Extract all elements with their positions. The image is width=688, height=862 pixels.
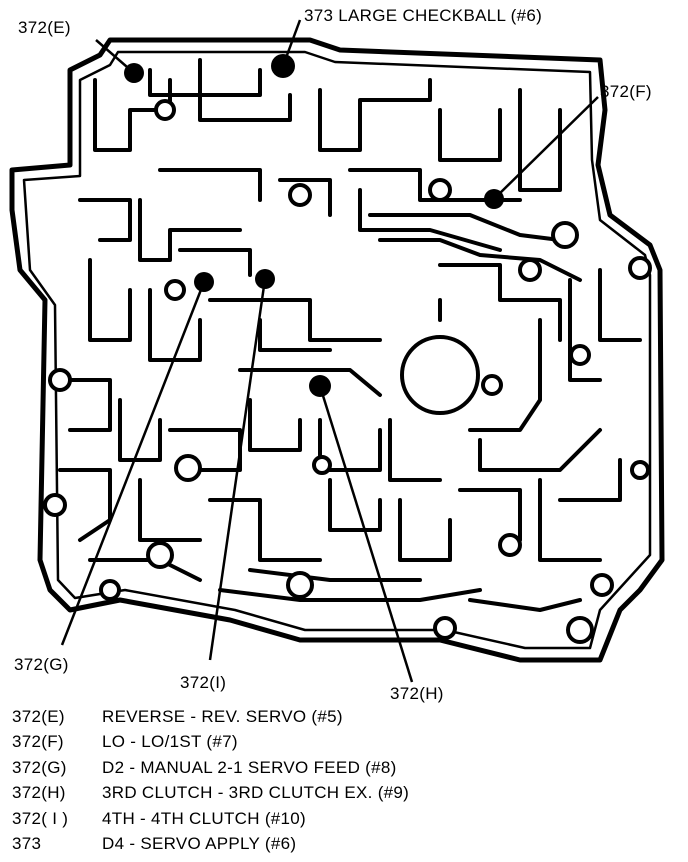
callout-372h: 372(H): [390, 684, 444, 703]
valve-body-outline: [9, 37, 665, 663]
legend-description: 3RD CLUTCH - 3RD CLUTCH EX. (#9): [102, 783, 410, 803]
legend-description: 4TH - 4TH CLUTCH (#10): [102, 808, 307, 828]
legend-description: REVERSE - REV. SERVO (#5): [102, 706, 343, 726]
legend-row: 372(E) REVERSE - REV. SERVO (#5): [12, 704, 672, 730]
callout-372e: 372(E): [18, 18, 71, 37]
callout-372f: 372(F): [600, 82, 652, 101]
legend-row: 373 D4 - SERVO APPLY (#6): [12, 832, 672, 858]
legend-row: 372( I ) 4TH - 4TH CLUTCH (#10): [12, 806, 672, 832]
callout-372i: 372(I): [180, 673, 227, 692]
valve-ports: [43, 99, 652, 644]
callout-373-large-checkball: 373 LARGE CHECKBALL (#6): [304, 6, 543, 25]
legend-row: 372(H) 3RD CLUTCH - 3RD CLUTCH EX. (#9): [12, 781, 672, 807]
legend-row: 372(G) D2 - MANUAL 2-1 SERVO FEED (#8): [12, 755, 672, 781]
legend-code: 373: [12, 834, 42, 854]
valve-body-diagram: [9, 19, 665, 683]
legend-description: LO - LO/1ST (#7): [102, 732, 238, 752]
legend-row: 372(F) LO - LO/1ST (#7): [12, 730, 672, 756]
legend-code: 372(H): [12, 783, 66, 803]
fluid-passages: [58, 58, 642, 612]
legend-description: D4 - SERVO APPLY (#6): [102, 834, 297, 854]
legend-code: 372( I ): [12, 808, 69, 828]
leader-lines: [60, 19, 599, 683]
legend-description: D2 - MANUAL 2-1 SERVO FEED (#8): [102, 757, 397, 777]
legend-code: 372(E): [12, 706, 65, 726]
valve-body-inner-outline: [22, 50, 652, 650]
legend-code: 372(F): [12, 732, 64, 752]
legend-code: 372(G): [12, 757, 67, 777]
callout-372g: 372(G): [14, 655, 69, 674]
legend: 372(E) REVERSE - REV. SERVO (#5) 372(F) …: [12, 704, 672, 857]
